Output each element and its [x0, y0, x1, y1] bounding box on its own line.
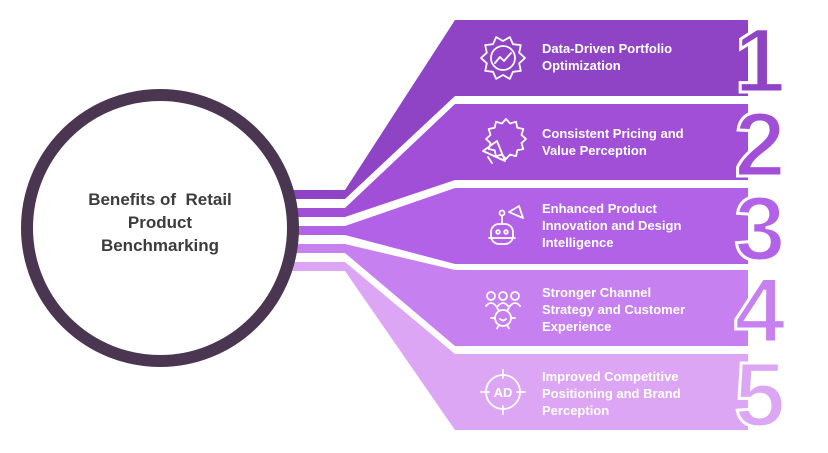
benefit-5-line-3: Perception	[542, 403, 610, 418]
benefit-band-1	[455, 20, 748, 96]
benefit-3-line-2: Innovation and Design	[542, 218, 682, 233]
benefit-1-line-2: Optimization	[542, 58, 621, 73]
benefit-3-line-1: Enhanced Product	[542, 201, 657, 216]
megaphone-badge-icon	[482, 118, 527, 164]
benefit-2-line-2: Value Perception	[542, 143, 647, 158]
connector-ribbon-2	[285, 104, 455, 217]
benefit-5-label: Improved Competitive Positioning and Bra…	[542, 368, 712, 419]
center-title-line-2: Product	[127, 213, 193, 232]
svg-text:AD: AD	[494, 385, 513, 400]
benefit-band-3	[455, 188, 748, 264]
benefit-4-line-1: Stronger Channel	[542, 285, 652, 300]
benefit-1-label: Data-Driven Portfolio Optimization	[542, 40, 712, 74]
benefit-5-line-2: Positioning and Brand	[542, 386, 681, 401]
benefit-4-line-2: Strategy and Customer	[542, 302, 686, 317]
benefit-icons: AD	[480, 36, 527, 415]
benefit-4-line-3: Experience	[542, 319, 612, 334]
center-title-line-3: Benchmarking	[100, 236, 220, 255]
benefit-2-line-1: Consistent Pricing and	[542, 126, 684, 141]
center-title: Benefits of Retail Product Benchmarking	[60, 188, 260, 257]
connector-ribbon-3	[285, 188, 455, 264]
benefit-2-number: 2	[734, 94, 785, 196]
center-title-line-1: Benefits of Retail	[88, 190, 232, 209]
connector-ribbon-4	[285, 244, 455, 346]
connector-ribbon-5	[285, 262, 455, 430]
connector-ribbon-1	[285, 20, 455, 199]
ad-target-icon: AD	[480, 369, 526, 415]
center-circle	[21, 89, 299, 367]
benefit-5-number: 5	[734, 344, 785, 446]
connector-ribbons	[285, 20, 455, 430]
benefit-5-line-1: Improved Competitive	[542, 369, 679, 384]
benefit-3-line-3: Intelligence	[542, 235, 614, 250]
benefit-4-label: Stronger Channel Strategy and Customer E…	[542, 284, 712, 335]
benefit-1-line-1: Data-Driven Portfolio	[542, 41, 673, 56]
benefit-band-5	[455, 354, 748, 430]
benefit-1-number: 1	[734, 10, 785, 112]
people-gear-icon	[485, 291, 521, 330]
benefit-2-label: Consistent Pricing and Value Perception	[542, 125, 712, 159]
benefit-band-4	[455, 270, 748, 346]
benefit-3-label: Enhanced Product Innovation and Design I…	[542, 200, 712, 251]
benefit-4-number: 4	[734, 260, 785, 362]
benefit-band-2	[455, 104, 748, 180]
benefit-3-number: 3	[734, 178, 785, 280]
robot-megaphone-icon	[488, 205, 524, 245]
gear-chart-icon	[480, 36, 526, 80]
